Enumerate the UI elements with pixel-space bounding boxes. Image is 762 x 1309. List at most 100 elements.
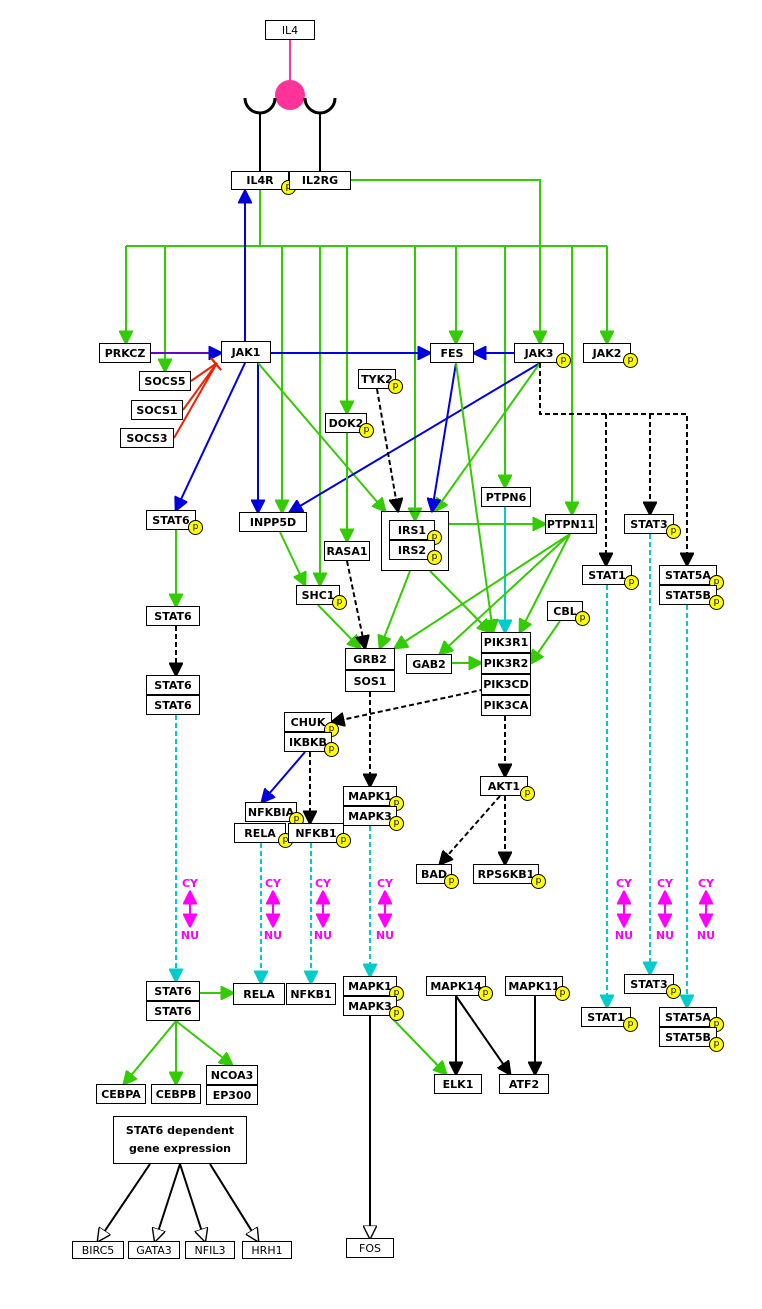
- gene-mapk3-a: MAPK3: [343, 806, 397, 826]
- nucleus-label: NU: [655, 929, 675, 942]
- expression-edge: [209, 1163, 258, 1241]
- irs-complex-frame: [381, 511, 449, 571]
- expression-edge: [155, 1163, 181, 1241]
- phospho-badge: p: [388, 379, 403, 394]
- nucleus-label: NU: [263, 929, 283, 942]
- gene-fes: FES: [430, 343, 474, 363]
- phospho-badge: p: [624, 575, 639, 590]
- gene-dok2: DOK2: [325, 413, 367, 433]
- gene-akt1: AKT1: [480, 776, 528, 796]
- gene-jak2: JAK2: [583, 343, 631, 363]
- tyk2-to-irs: [376, 388, 398, 511]
- gene-cebpa: CEBPA: [96, 1084, 146, 1104]
- gene-nfil3: NFIL3: [185, 1241, 235, 1259]
- gene-nfkb1-b: NFKB1: [286, 983, 336, 1005]
- gene-rasa1: RASA1: [324, 541, 370, 561]
- activation-edge: [175, 1020, 232, 1065]
- gene-pik3cd: PIK3CD: [481, 674, 531, 695]
- gene-stat6-f: STAT6: [146, 1001, 200, 1021]
- gene-stat6-b: STAT6: [146, 606, 200, 626]
- gene-elk1: ELK1: [434, 1074, 482, 1094]
- activation-edge: [395, 533, 571, 648]
- inpp5d-to-shc1: [279, 531, 305, 585]
- gene-bad: BAD: [416, 864, 452, 884]
- gene-jak1: JAK1: [221, 341, 271, 363]
- gene-stat5a-b: STAT5A: [659, 1007, 717, 1027]
- direct-edge: [455, 995, 510, 1074]
- nucleus-label: NU: [696, 929, 716, 942]
- activation-edge: [124, 1020, 177, 1084]
- gene-stat1-a: STAT1: [582, 565, 632, 585]
- gene-jak3: JAK3: [514, 343, 564, 363]
- gene-inpp5d: INPP5D: [239, 512, 307, 532]
- gene-mapk1-b: MAPK1: [343, 976, 397, 996]
- expression-edge: [98, 1163, 151, 1241]
- fes-to-irs: [432, 362, 457, 511]
- phospho-badge: p: [623, 1017, 638, 1032]
- phospho-badge: p: [575, 611, 590, 626]
- gene-irs2: IRS2: [389, 540, 435, 560]
- nucleus-label: NU: [614, 929, 634, 942]
- gene-gab2: GAB2: [406, 654, 452, 674]
- gene-tyk2: TYK2: [358, 369, 396, 389]
- indirect-edge: [440, 795, 501, 864]
- gene-rps6kb1: RPS6KB1: [473, 864, 539, 884]
- gene-stat5a-a: STAT5A: [659, 565, 717, 585]
- gene-pik3r1: PIK3R1: [481, 632, 531, 653]
- gene-shc1: SHC1: [296, 585, 340, 605]
- gene-pik3ca: PIK3CA: [481, 695, 531, 716]
- phospho-badge: p: [666, 984, 681, 999]
- phospho-badge: p: [336, 833, 351, 848]
- gene-stat6-c: STAT6: [146, 675, 200, 695]
- gene-stat5b-b: STAT5B: [659, 1027, 717, 1047]
- phospho-badge: p: [556, 353, 571, 368]
- activation-edge: [440, 533, 571, 654]
- gene-prkcz: PRKCZ: [99, 343, 151, 363]
- gene-ncoa3: NCOA3: [206, 1065, 258, 1085]
- il4r-receptor-cup: [243, 97, 277, 115]
- irs-to-grb2: [380, 570, 411, 648]
- gene-chuk: CHUK: [284, 712, 332, 732]
- jak3-to-stat5: [539, 363, 687, 565]
- nucleus-label: NU: [375, 929, 395, 942]
- gene-il2rg: IL2RG: [289, 171, 351, 190]
- gene-stat3-b: STAT3: [624, 974, 674, 994]
- socs-inhibition-edge: [190, 362, 218, 382]
- il2rg-receptor-cup: [303, 97, 337, 115]
- cytoplasm-label: CY: [697, 877, 715, 890]
- phospho-badge: p: [427, 550, 442, 565]
- gene-socs5: SOCS5: [139, 371, 191, 391]
- gene-atf2: ATF2: [499, 1074, 549, 1094]
- phospho-badge: p: [709, 1037, 724, 1052]
- gene-ptpn11: PTPN11: [545, 514, 597, 534]
- jak3-to-irs: [435, 362, 541, 511]
- gene-hrh1: HRH1: [242, 1241, 292, 1259]
- gene-birc5: BIRC5: [72, 1241, 124, 1259]
- gene-stat6-d: STAT6: [146, 695, 200, 715]
- gene-gata3: GATA3: [128, 1241, 180, 1259]
- activation-edge: [520, 533, 571, 632]
- phospho-badge: p: [478, 986, 493, 1001]
- gene-ep300: EP300: [206, 1085, 258, 1105]
- gene-cebpb: CEBPB: [151, 1084, 201, 1104]
- cytoplasm-label: CY: [376, 877, 394, 890]
- inhibition-bar: [210, 357, 222, 371]
- phospho-badge: p: [389, 1006, 404, 1021]
- gene-irs1: IRS1: [389, 520, 435, 540]
- cytoplasm-label: CY: [181, 877, 199, 890]
- gene-nfkb1-a: NFKB1: [288, 823, 344, 843]
- gene-stat1-b: STAT1: [581, 1007, 631, 1027]
- gene-mapk1-a: MAPK1: [343, 786, 397, 806]
- phospho-badge: p: [332, 595, 347, 610]
- phospho-badge: p: [709, 595, 724, 610]
- gene-stat6-a: STAT6: [146, 510, 196, 530]
- expression-edge: [179, 1163, 205, 1241]
- nucleus-label: NU: [313, 929, 333, 942]
- phospho-badge: p: [444, 874, 459, 889]
- phospho-badge: p: [389, 816, 404, 831]
- gene-rela-a: RELA: [234, 823, 286, 843]
- gene-mapk3-b: MAPK3: [343, 996, 397, 1016]
- ligand-circle: [275, 80, 305, 110]
